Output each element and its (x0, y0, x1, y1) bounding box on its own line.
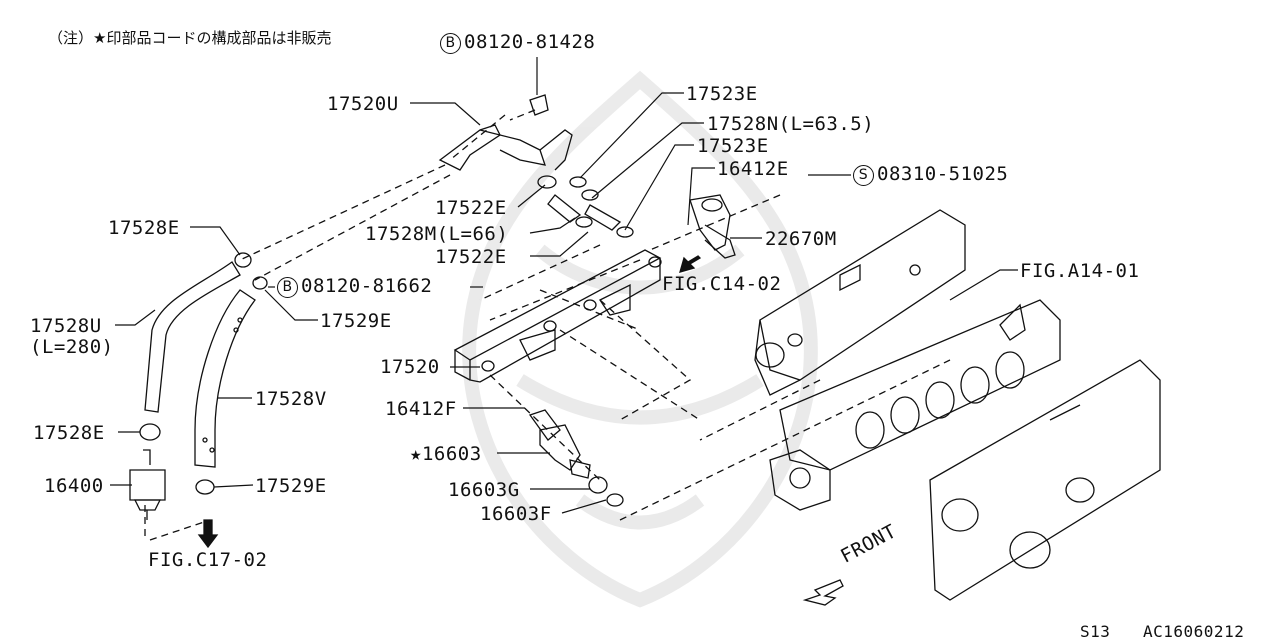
fuel-filter-16400 (129, 449, 166, 520)
part-label-17522e-upper[interactable]: 17522E (435, 197, 507, 219)
part-label-16603f[interactable]: 16603F (480, 503, 552, 525)
injector-16603 (528, 409, 624, 507)
hose-17528u (144, 261, 241, 413)
part-label-17529e-lower[interactable]: 17529E (255, 475, 327, 497)
part-number: 08120-81662 (301, 275, 433, 297)
bolt-type-b-icon: B (277, 277, 298, 298)
fuel-rail-17520 (453, 249, 662, 383)
disclaimer-note: （注）★印部品コードの構成部品は非販売 (48, 29, 332, 47)
part-label-17528e-upper[interactable]: 17528E (108, 217, 180, 239)
arrow-down-icon (197, 519, 219, 549)
part-label-16412e[interactable]: 16412E (717, 158, 789, 180)
ref-fig-c14-02[interactable]: FIG.C14-02 (662, 273, 782, 295)
bracket-17520u (438, 94, 573, 171)
ref-fig-c17-02[interactable]: FIG.C17-02 (148, 549, 268, 571)
part-label-16400[interactable]: 16400 (44, 475, 104, 497)
part-number: 08120-81428 (464, 31, 596, 53)
part-label-17523e-top[interactable]: 17523E (686, 83, 758, 105)
arrow-c14-icon (679, 255, 702, 273)
part-label-17523e-mid[interactable]: 17523E (697, 135, 769, 157)
part-label-17528u-length: (L=280) (30, 336, 114, 358)
footer-diagram-code: AC16060212 (1143, 622, 1245, 641)
bolt-type-b-icon: B (440, 33, 461, 54)
screw-type-s-icon: S (853, 165, 874, 186)
small-clips (234, 175, 634, 290)
watermark-emblem (462, 70, 818, 608)
cylinder-head (929, 359, 1161, 601)
ref-fig-a14-01[interactable]: FIG.A14-01 (1020, 260, 1140, 282)
part-label-17528e-lower[interactable]: 17528E (33, 422, 105, 444)
part-label-16603g[interactable]: 16603G (448, 479, 520, 501)
part-number: 08310-51025 (877, 163, 1009, 185)
part-label-17528n[interactable]: 17528N(L=63.5) (707, 113, 875, 135)
part-label-17520u[interactable]: 17520U (327, 93, 399, 115)
part-label-16412f[interactable]: 16412F (385, 398, 457, 420)
part-label-17529e-upper[interactable]: 17529E (320, 310, 392, 332)
footer-model: S13 (1080, 622, 1111, 641)
part-label-17522e-lower[interactable]: 17522E (435, 246, 507, 268)
hose-17528v (194, 289, 256, 468)
part-label-17528u[interactable]: 17528U (30, 315, 102, 337)
part-label-22670m[interactable]: 22670M (765, 228, 837, 250)
pressure-regulator-22670m (689, 194, 736, 259)
part-label-16603[interactable]: ★16603 (410, 443, 482, 465)
intake-manifold (754, 209, 1061, 511)
part-label-17520[interactable]: 17520 (380, 356, 440, 378)
part-label-17528m[interactable]: 17528M(L=66) (365, 223, 509, 245)
front-arrow-icon (802, 579, 844, 606)
part-label-17528v[interactable]: 17528V (255, 388, 327, 410)
